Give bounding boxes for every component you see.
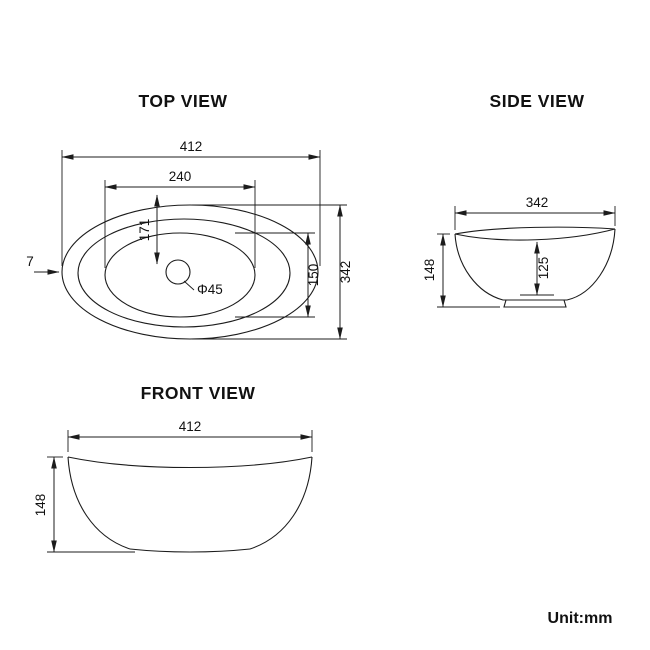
front-left-side	[67, 456, 131, 550]
side-height-label: 148	[422, 259, 437, 282]
top-view-drain-hole	[165, 259, 191, 285]
top-view-bowl-opening	[104, 232, 256, 318]
side-inner-depth-label: 125	[536, 257, 551, 280]
front-rim-edge	[67, 456, 313, 469]
side-bowl-foot	[503, 299, 567, 308]
front-view-title: FRONT VIEW	[141, 383, 256, 403]
side-rim-back-edge	[454, 228, 616, 241]
front-right-side	[249, 456, 313, 550]
top-overall-width-label: 412	[180, 139, 203, 154]
top-view-drawing: Φ45 412 240 171 150 342 7	[26, 139, 353, 340]
drain-diameter-label: Φ45	[197, 282, 223, 297]
side-view-drawing: 342 148 125	[422, 195, 616, 308]
front-bottom-edge	[129, 548, 251, 553]
top-view-title: TOP VIEW	[139, 91, 228, 111]
top-inner-width-label: 240	[169, 169, 192, 184]
top-view-outer-rim	[61, 204, 319, 340]
side-width-label: 342	[526, 195, 549, 210]
front-view-drawing: 412 148	[33, 419, 313, 553]
side-rim-top-edge	[454, 226, 616, 235]
side-bowl-body	[454, 228, 616, 301]
top-view-inner-rim	[77, 218, 291, 328]
front-height-label: 148	[33, 494, 48, 517]
drain-leader-line	[183, 280, 195, 291]
top-center-offset-label: 171	[137, 219, 152, 242]
top-rim-thickness-label: 7	[26, 254, 34, 269]
side-view-title: SIDE VIEW	[490, 91, 585, 111]
top-overall-height-label: 342	[338, 261, 353, 284]
top-inner-height-label: 150	[306, 264, 321, 287]
unit-label: Unit:mm	[548, 610, 613, 627]
front-width-label: 412	[179, 419, 202, 434]
